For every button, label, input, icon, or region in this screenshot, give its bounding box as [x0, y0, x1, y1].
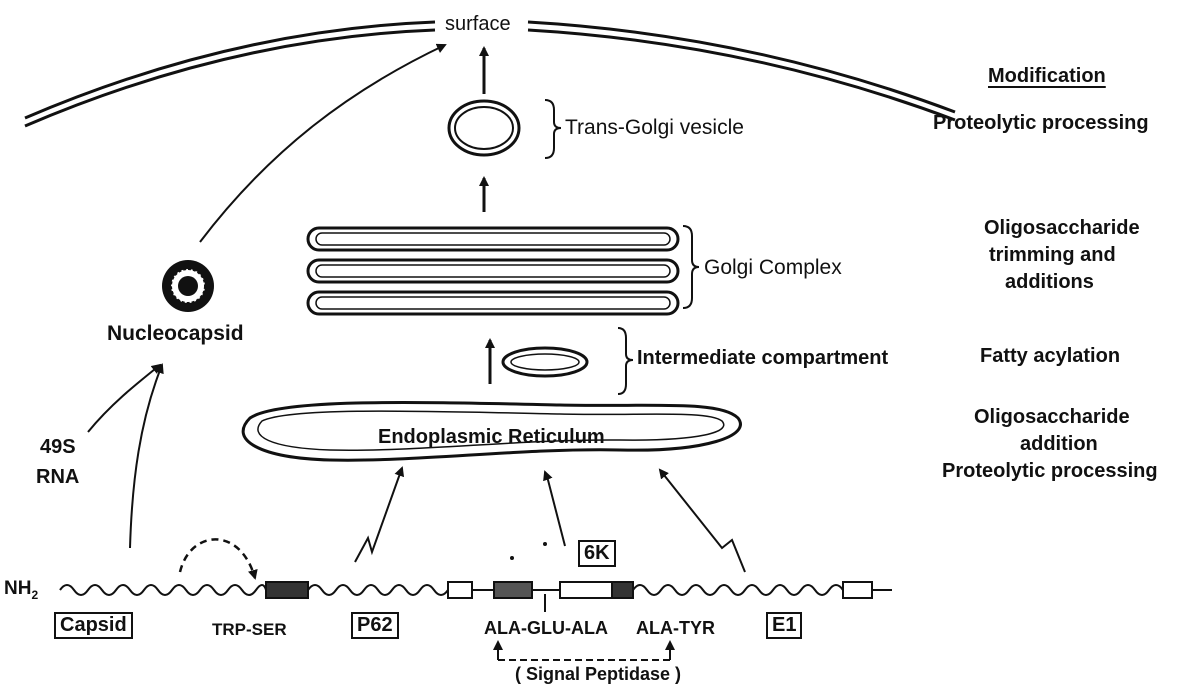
- modification-golgi-line1: Oligosaccharide: [984, 217, 1140, 240]
- assembly-arrows: [88, 365, 162, 548]
- modification-trans-golgi: Proteolytic processing: [933, 112, 1149, 135]
- label-e1: E1: [766, 612, 802, 639]
- n-terminus-text: NH: [4, 578, 31, 599]
- trans-golgi-brace: [545, 100, 561, 158]
- label-rna-line2: RNA: [36, 466, 79, 489]
- modification-er-line1: Oligosaccharide: [974, 406, 1130, 429]
- trans-golgi-vesicle-shape: [449, 101, 519, 155]
- autoprotease-dashed-arrow: [180, 539, 255, 578]
- intermediate-compartment-brace: [618, 328, 633, 394]
- label-endoplasmic-reticulum: Endoplasmic Reticulum: [378, 426, 605, 449]
- label-intermediate-compartment: Intermediate compartment: [637, 347, 888, 370]
- stray-dot: [510, 556, 514, 560]
- modification-header: Modification: [988, 65, 1106, 88]
- label-ala-glu-ala: ALA-GLU-ALA: [484, 618, 608, 639]
- label-nucleocapsid: Nucleocapsid: [107, 322, 244, 346]
- modification-golgi-line3: additions: [1005, 271, 1094, 294]
- intermediate-compartment-shape: [503, 348, 587, 376]
- stray-dot: [543, 542, 547, 546]
- nucleocapsid-to-surface-arrow: [200, 45, 445, 242]
- modification-er-line2: addition: [1020, 433, 1098, 456]
- nucleocapsid-shape: [162, 260, 214, 312]
- label-n-terminus: NH2: [4, 578, 38, 602]
- golgi-complex-brace: [683, 226, 699, 308]
- golgi-complex-shape: [308, 228, 678, 314]
- modification-intermediate: Fatty acylation: [980, 345, 1120, 368]
- label-p62: P62: [351, 612, 399, 639]
- label-rna-line1: 49S: [40, 436, 76, 459]
- transport-arrows: [484, 48, 490, 384]
- modification-er-line3: Proteolytic processing: [942, 460, 1158, 483]
- label-capsid: Capsid: [54, 612, 133, 639]
- cell-surface-membrane: [25, 22, 955, 126]
- membrane-insertion-arrows: [355, 468, 745, 572]
- label-6k: 6K: [578, 540, 616, 567]
- polyprotein-chain: [60, 585, 892, 595]
- label-trans-golgi-vesicle: Trans-Golgi vesicle: [565, 116, 744, 140]
- label-trp-ser: TRP-SER: [212, 620, 287, 640]
- modification-golgi-line2: trimming and: [989, 244, 1116, 267]
- label-surface: surface: [445, 13, 511, 36]
- n-terminus-subscript: 2: [31, 588, 38, 602]
- label-ala-tyr: ALA-TYR: [636, 618, 715, 639]
- label-signal-peptidase: ( Signal Peptidase ): [515, 664, 681, 685]
- label-golgi-complex: Golgi Complex: [704, 256, 842, 280]
